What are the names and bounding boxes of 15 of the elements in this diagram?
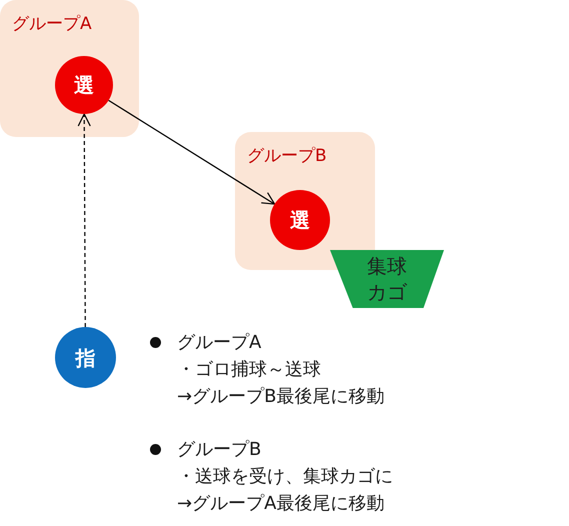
list-heading: グループA bbox=[177, 331, 262, 355]
list-heading: グループB bbox=[177, 438, 262, 462]
list-text: →グループB最後尾に移動 bbox=[177, 385, 384, 409]
arrow bbox=[108, 100, 276, 205]
list-text: ・ゴロ捕球～送球 bbox=[177, 358, 321, 382]
list-text: →グループA最後尾に移動 bbox=[177, 492, 384, 516]
list-text: ・送球を受け、集球カゴに bbox=[177, 465, 393, 489]
basket-label: 集球カゴ bbox=[366, 253, 408, 305]
group-label: グループA bbox=[12, 14, 92, 35]
circle-label: 指 bbox=[76, 346, 96, 370]
group-area bbox=[0, 0, 139, 137]
group-label: グループB bbox=[247, 146, 327, 167]
circle-label: 選 bbox=[74, 73, 94, 97]
dashed-arrow bbox=[78, 113, 91, 327]
circle-label: 選 bbox=[290, 208, 310, 232]
